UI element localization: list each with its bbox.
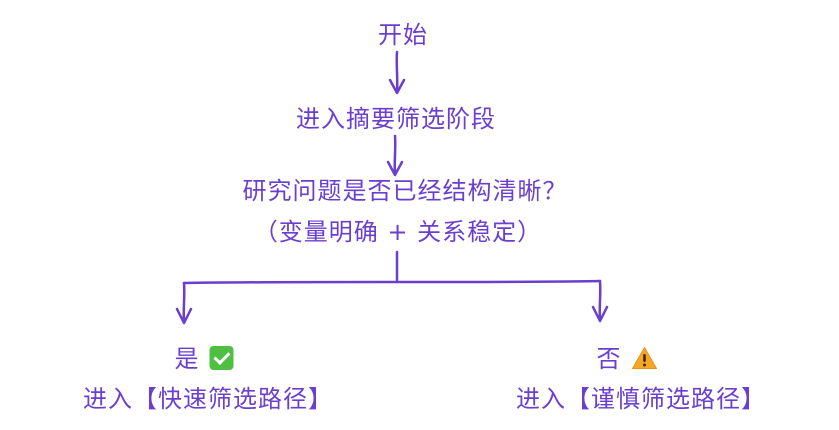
arrow-to-no xyxy=(598,279,602,322)
arrowhead-to-no xyxy=(591,305,609,323)
question-node: 研究问题是否已经结构清晰？ xyxy=(242,177,568,205)
arrow-stage-to-question xyxy=(393,134,397,176)
arrowhead-to-yes xyxy=(175,307,193,325)
no-branch-header: 否 xyxy=(597,344,658,374)
arrow-to-yes xyxy=(182,281,186,324)
yes-path-text: 进入【快速筛选路径】 xyxy=(83,385,333,413)
start-node: 开始 xyxy=(378,21,428,49)
arrowhead-stage-to-question xyxy=(386,160,404,177)
no-label: 否 xyxy=(596,345,622,373)
branch-bar xyxy=(182,279,602,285)
yes-branch-header: 是 xyxy=(175,344,234,374)
arrowhead-start-to-stage xyxy=(388,78,406,95)
check-icon xyxy=(209,346,234,370)
arrow-start-to-stage xyxy=(395,50,399,94)
no-path-text: 进入【谨慎筛选路径】 xyxy=(516,385,766,413)
yes-label: 是 xyxy=(174,345,200,373)
stage-node: 进入摘要筛选阶段 xyxy=(296,105,496,133)
condition-node: （变量明确 + 关系稳定） xyxy=(253,218,543,246)
warning-icon xyxy=(632,347,657,369)
